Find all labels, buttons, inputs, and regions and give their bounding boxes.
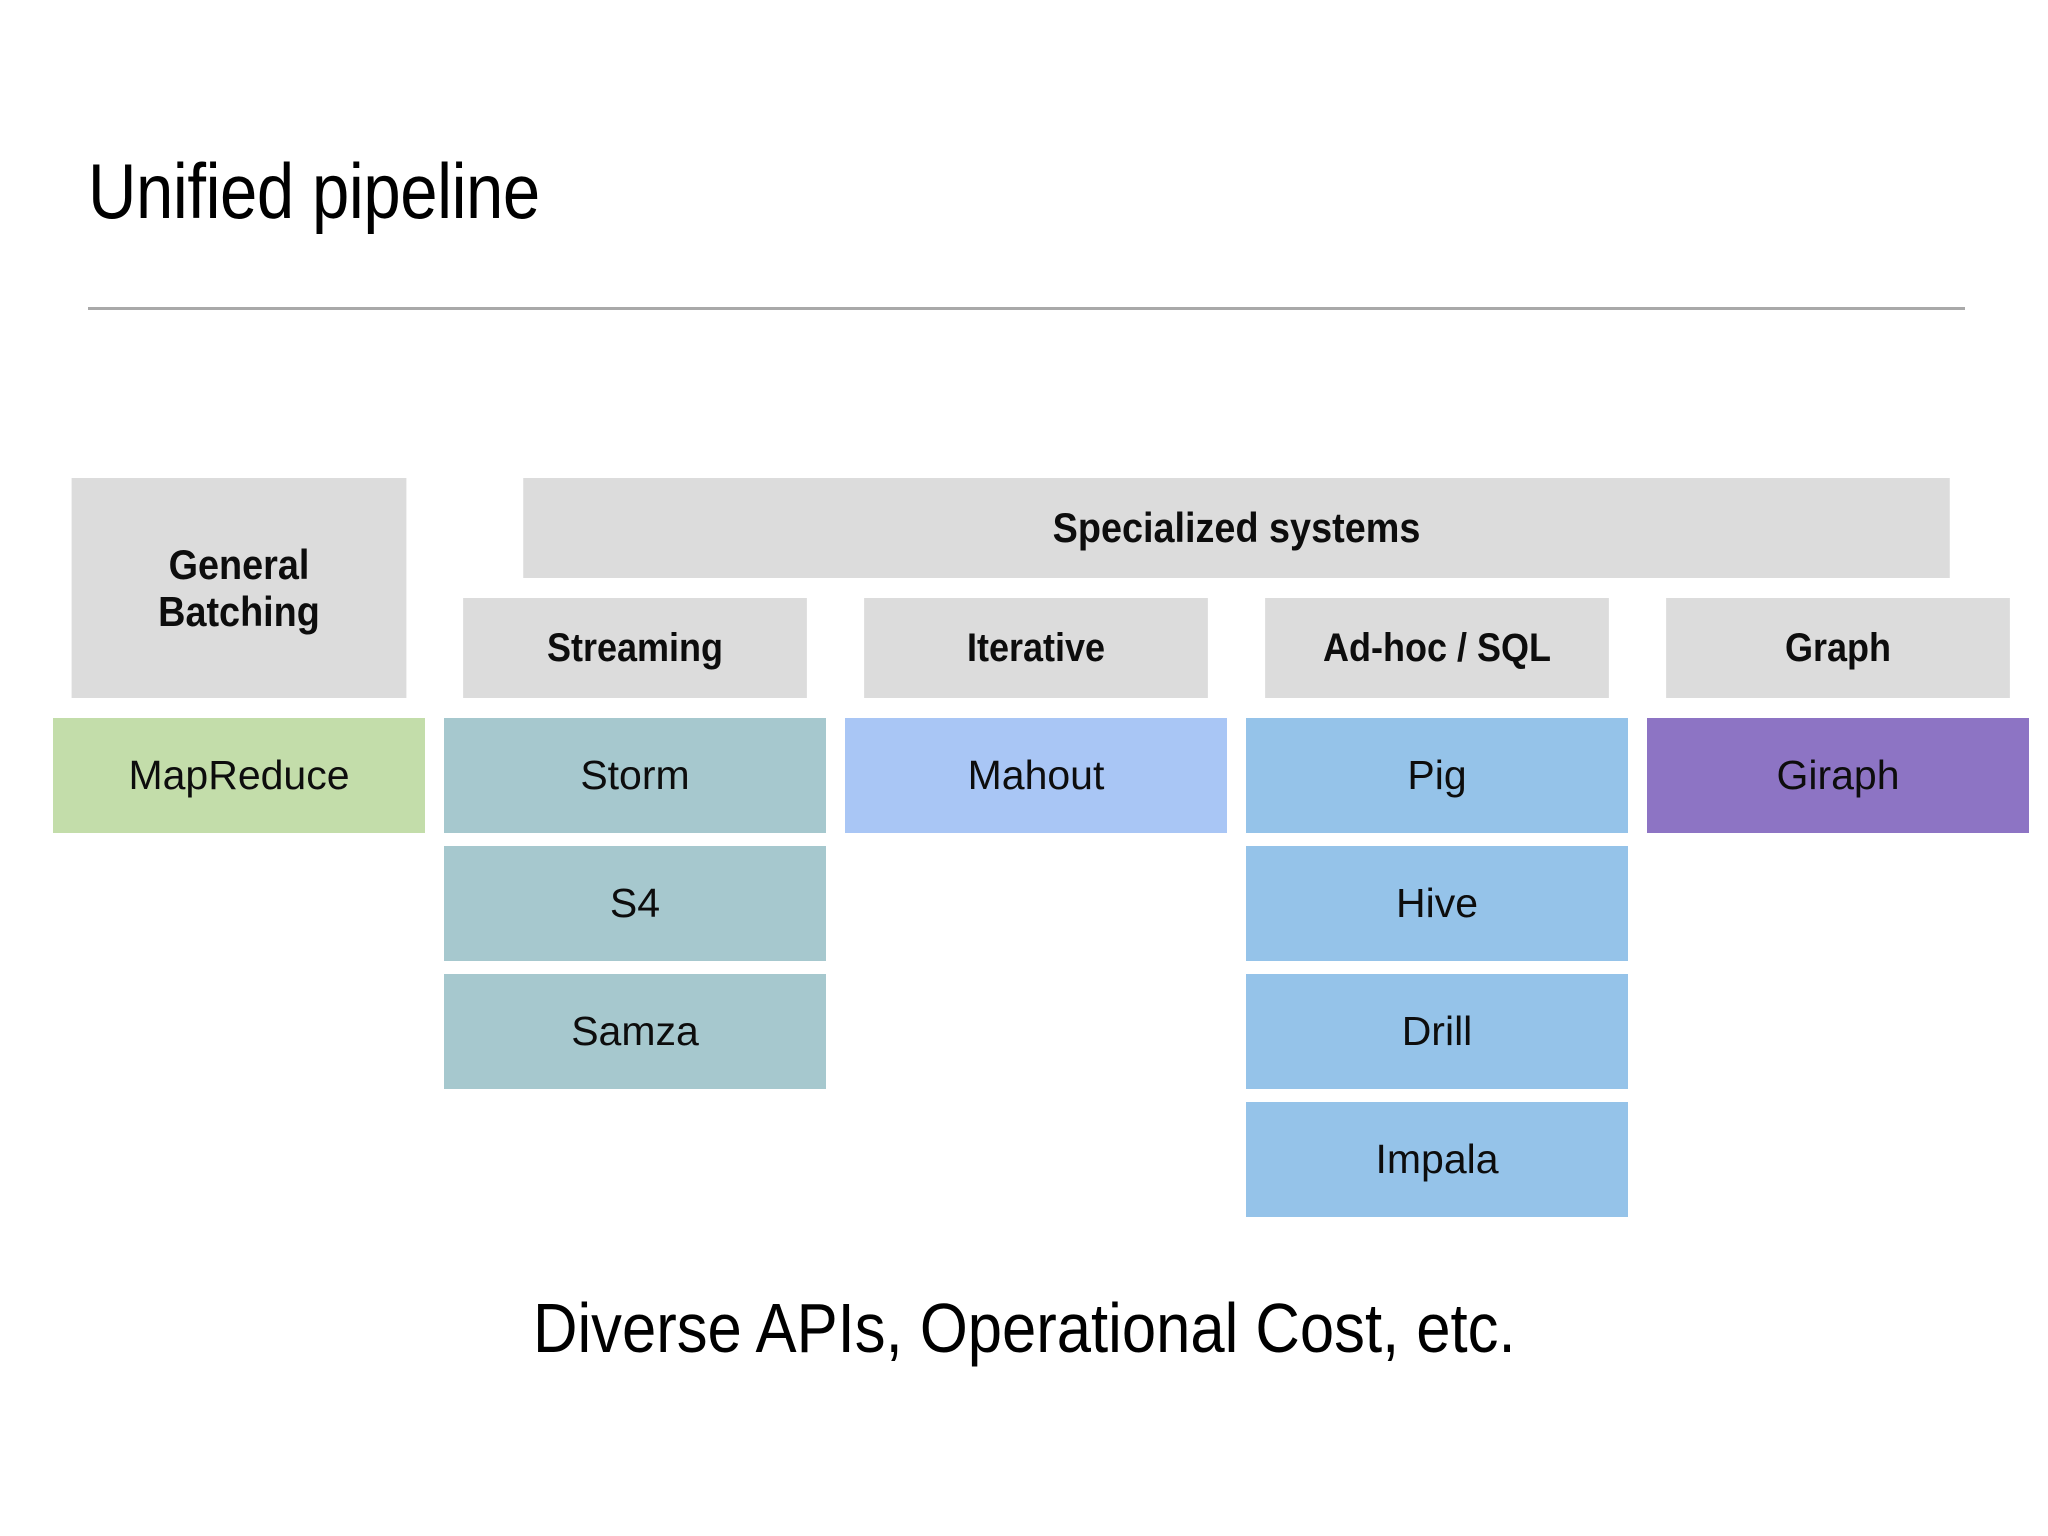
slide-caption-text: Diverse APIs, Operational Cost, etc. — [532, 1289, 1516, 1367]
title-divider — [88, 307, 1965, 310]
general-batching-line2: Batching — [158, 588, 320, 635]
system-box-pig[interactable]: Pig — [1246, 718, 1628, 833]
page-title: Unified pipeline — [88, 147, 540, 235]
system-box-drill[interactable]: Drill — [1246, 974, 1628, 1089]
general-batching-line1: General — [168, 540, 310, 588]
system-box-samza[interactable]: Samza — [444, 974, 826, 1089]
system-box-storm[interactable]: Storm — [444, 718, 826, 833]
column-header-ad-hoc-sql: Ad-hoc / SQL — [1265, 598, 1609, 698]
slide-caption: Diverse APIs, Operational Cost, etc. — [0, 1288, 2048, 1368]
specialized-systems-header: Specialized systems — [523, 478, 1950, 578]
column-header-iterative: Iterative — [864, 598, 1208, 698]
system-box-mahout[interactable]: Mahout — [845, 718, 1227, 833]
column-header-graph: Graph — [1666, 598, 2010, 698]
column-header-streaming: Streaming — [463, 598, 807, 698]
system-box-hive[interactable]: Hive — [1246, 846, 1628, 961]
system-box-mapreduce[interactable]: MapReduce — [53, 718, 425, 833]
system-box-s4[interactable]: S4 — [444, 846, 826, 961]
system-box-giraph[interactable]: Giraph — [1647, 718, 2029, 833]
system-box-impala[interactable]: Impala — [1246, 1102, 1628, 1217]
column-header-general-batching: General Batching — [71, 478, 407, 698]
